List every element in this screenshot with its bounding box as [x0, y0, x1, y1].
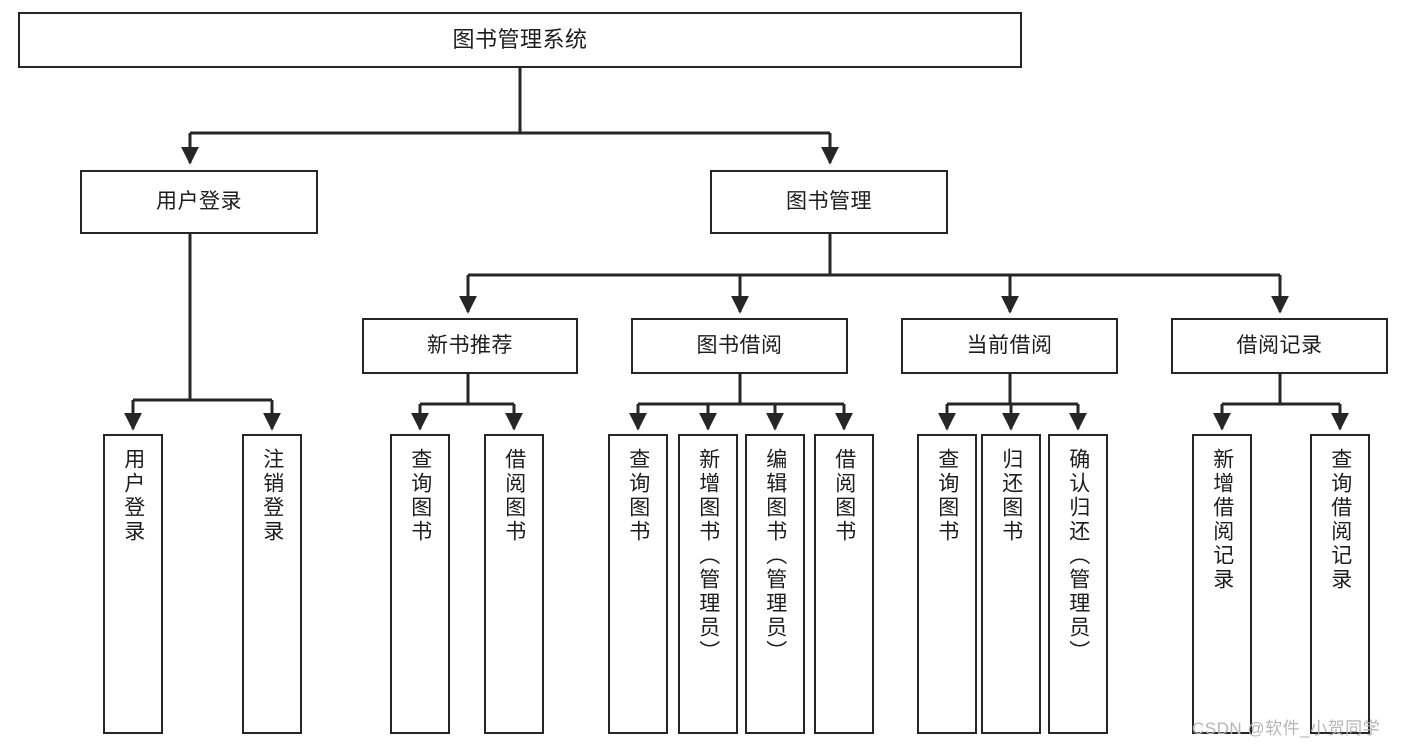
node-root-label: 图书管理系统 [452, 27, 588, 53]
node-user-login-label: 用户登录 [156, 189, 242, 213]
node-leaf-return-book-label: 归还图书 [999, 448, 1023, 544]
node-new-book-recommend-label: 新书推荐 [427, 333, 513, 357]
node-book-borrow[interactable]: 图书借阅 [631, 318, 848, 374]
node-leaf-edit-book-admin[interactable]: 编辑图书（管理员） [745, 434, 805, 734]
node-leaf-user-login-label: 用户登录 [121, 448, 145, 544]
node-leaf-query-book-1-label: 查询图书 [408, 448, 432, 544]
node-leaf-user-logout-label: 注销登录 [260, 448, 284, 544]
node-leaf-query-book-3-label: 查询图书 [935, 448, 959, 544]
node-leaf-query-borrow-record[interactable]: 查询借阅记录 [1310, 434, 1370, 734]
node-current-borrow[interactable]: 当前借阅 [901, 318, 1118, 374]
node-user-login[interactable]: 用户登录 [80, 170, 318, 234]
node-borrow-record-label: 借阅记录 [1236, 333, 1323, 357]
node-leaf-add-book-admin[interactable]: 新增图书（管理员） [678, 434, 738, 734]
node-leaf-query-borrow-record-label: 查询借阅记录 [1328, 448, 1352, 592]
node-leaf-user-login[interactable]: 用户登录 [103, 434, 163, 734]
node-leaf-return-book[interactable]: 归还图书 [981, 434, 1041, 734]
node-book-borrow-label: 图书借阅 [696, 333, 783, 357]
node-leaf-add-borrow-record-label: 新增借阅记录 [1210, 448, 1234, 592]
node-root[interactable]: 图书管理系统 [18, 12, 1022, 68]
node-leaf-borrow-book-2[interactable]: 借阅图书 [814, 434, 874, 734]
node-book-manage[interactable]: 图书管理 [710, 170, 948, 234]
node-leaf-borrow-book-1-label: 借阅图书 [502, 448, 526, 544]
watermark: CSDN @软件_小贺同学 [1192, 719, 1381, 738]
node-leaf-borrow-book-2-label: 借阅图书 [832, 448, 856, 544]
node-leaf-query-book-2[interactable]: 查询图书 [608, 434, 668, 734]
node-new-book-recommend[interactable]: 新书推荐 [362, 318, 578, 374]
node-leaf-add-book-admin-label: 新增图书（管理员） [696, 448, 720, 664]
node-leaf-confirm-return-admin[interactable]: 确认归还（管理员） [1048, 434, 1108, 734]
node-leaf-user-logout[interactable]: 注销登录 [242, 434, 302, 734]
node-borrow-record[interactable]: 借阅记录 [1171, 318, 1388, 374]
node-leaf-add-borrow-record[interactable]: 新增借阅记录 [1192, 434, 1252, 734]
node-leaf-query-book-3[interactable]: 查询图书 [917, 434, 977, 734]
node-leaf-query-book-2-label: 查询图书 [626, 448, 650, 544]
node-leaf-edit-book-admin-label: 编辑图书（管理员） [763, 448, 787, 664]
node-leaf-query-book-1[interactable]: 查询图书 [390, 434, 450, 734]
node-current-borrow-label: 当前借阅 [966, 333, 1053, 357]
node-leaf-confirm-return-admin-label: 确认归还（管理员） [1066, 448, 1090, 664]
node-leaf-borrow-book-1[interactable]: 借阅图书 [484, 434, 544, 734]
node-book-manage-label: 图书管理 [786, 189, 872, 213]
